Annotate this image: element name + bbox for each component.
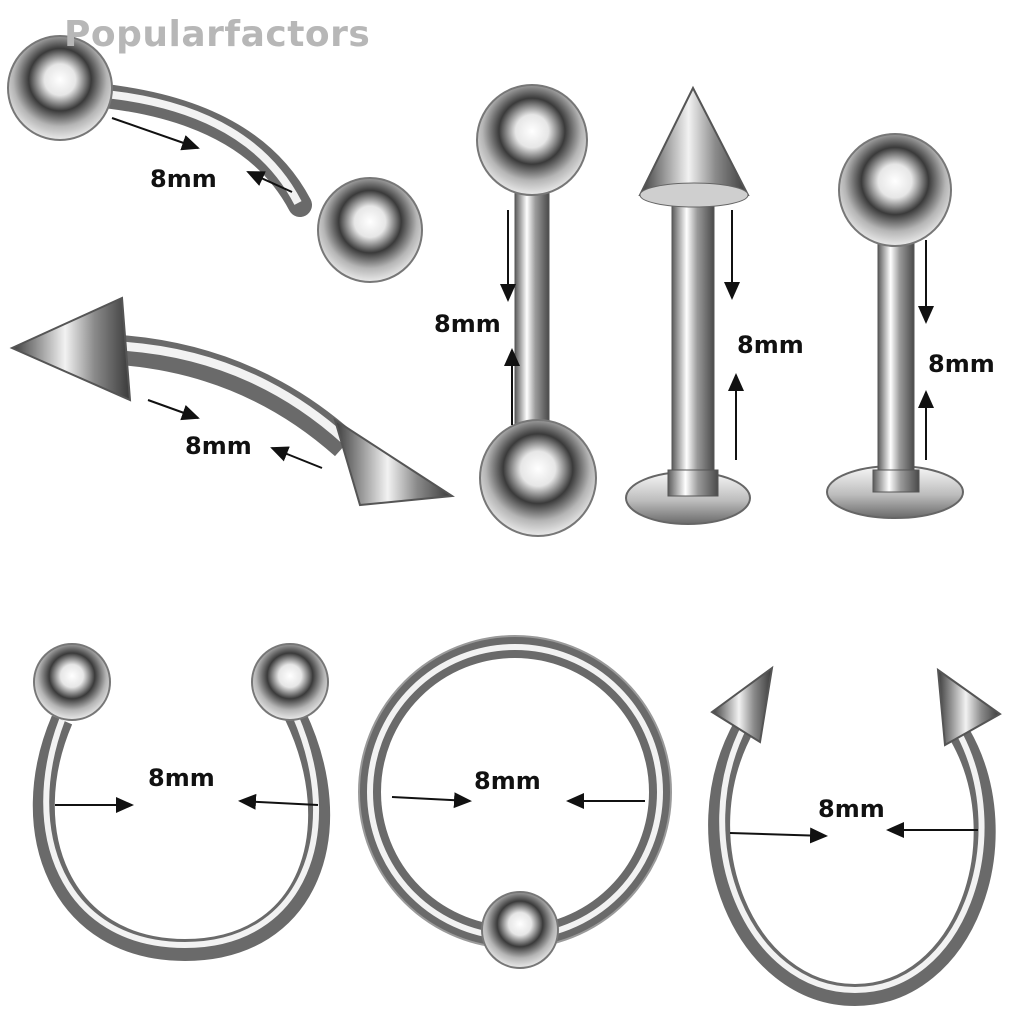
curved-barbell-spike bbox=[9, 296, 455, 507]
ball-end bbox=[251, 643, 329, 721]
dimension-label: 8mm bbox=[434, 310, 501, 338]
dimension-label: 8mm bbox=[818, 795, 885, 823]
dimension-label: 8mm bbox=[150, 165, 217, 193]
curved-barbell-ball bbox=[7, 35, 423, 283]
horseshoe-spike bbox=[708, 665, 1002, 1007]
ball-end bbox=[317, 177, 423, 283]
ball-end bbox=[479, 419, 597, 537]
straight-barbell bbox=[476, 84, 597, 537]
ball-end bbox=[476, 84, 588, 196]
horseshoe-ball bbox=[32, 643, 331, 962]
ball-end bbox=[33, 643, 111, 721]
spike-end bbox=[936, 667, 1002, 747]
spike-end bbox=[710, 665, 774, 744]
dimension-label: 8mm bbox=[148, 764, 215, 792]
labret-ball bbox=[826, 133, 964, 519]
spike-end bbox=[638, 85, 750, 196]
dimension-label: 8mm bbox=[928, 350, 995, 378]
spike-end bbox=[333, 417, 455, 507]
labret-spike bbox=[625, 85, 751, 525]
dimension-label: 8mm bbox=[185, 432, 252, 460]
ball-end bbox=[7, 35, 113, 141]
bead bbox=[481, 891, 559, 969]
spike-end bbox=[9, 296, 132, 402]
watermark: Popularfactors bbox=[64, 14, 371, 55]
dimension-label: 8mm bbox=[737, 331, 804, 359]
ball-end bbox=[838, 133, 952, 247]
dimension-label: 8mm bbox=[474, 767, 541, 795]
captive-ring bbox=[358, 635, 672, 969]
